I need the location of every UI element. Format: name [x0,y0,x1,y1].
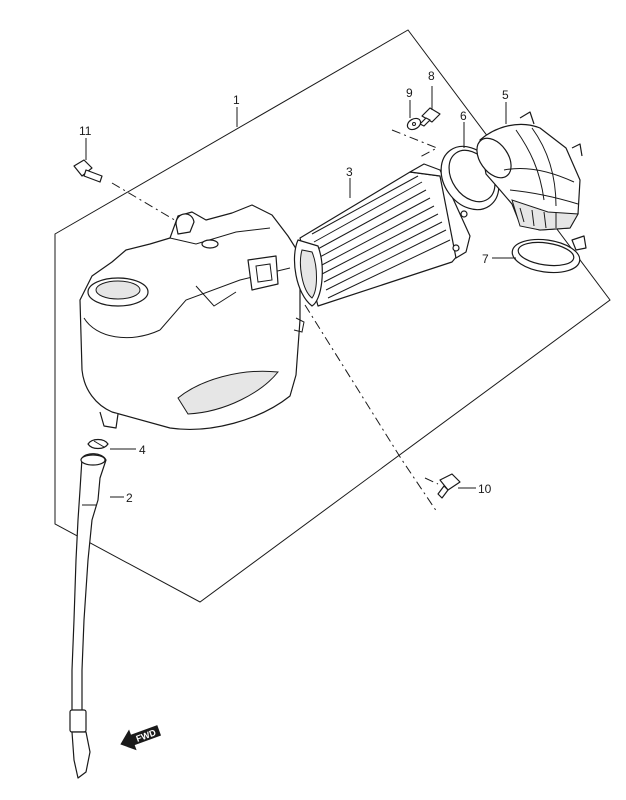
bolt-11 [73,159,103,183]
assembly-frame [54,29,611,603]
intake-duct [476,111,583,231]
air-cleaner-case [79,204,305,430]
callout-6: 6 [460,109,467,123]
callout-5: 5 [502,88,509,102]
alignment-lines [111,129,439,513]
callout-10: 10 [478,482,492,496]
bolt-10 [437,473,461,499]
hose-clamp [511,235,587,274]
leader-lines [85,86,516,498]
washer-9 [406,117,422,131]
callout-2: 2 [126,491,133,505]
forward-arrow-label: FWD [135,727,158,744]
hose-clip [87,438,109,450]
air-filter-element [293,163,471,307]
callout-1: 1 [233,93,240,107]
callout-4: 4 [139,443,146,457]
callout-9: 9 [406,86,413,100]
callout-3: 3 [346,165,353,179]
forward-arrow-icon: FWD [120,725,162,751]
screw-8 [419,107,441,127]
callout-labels: 1 2 3 4 5 6 7 8 9 10 11 [79,69,509,505]
callout-11: 11 [79,124,92,138]
callout-7: 7 [482,252,489,266]
callout-8: 8 [428,69,435,83]
drain-hose [69,453,107,779]
